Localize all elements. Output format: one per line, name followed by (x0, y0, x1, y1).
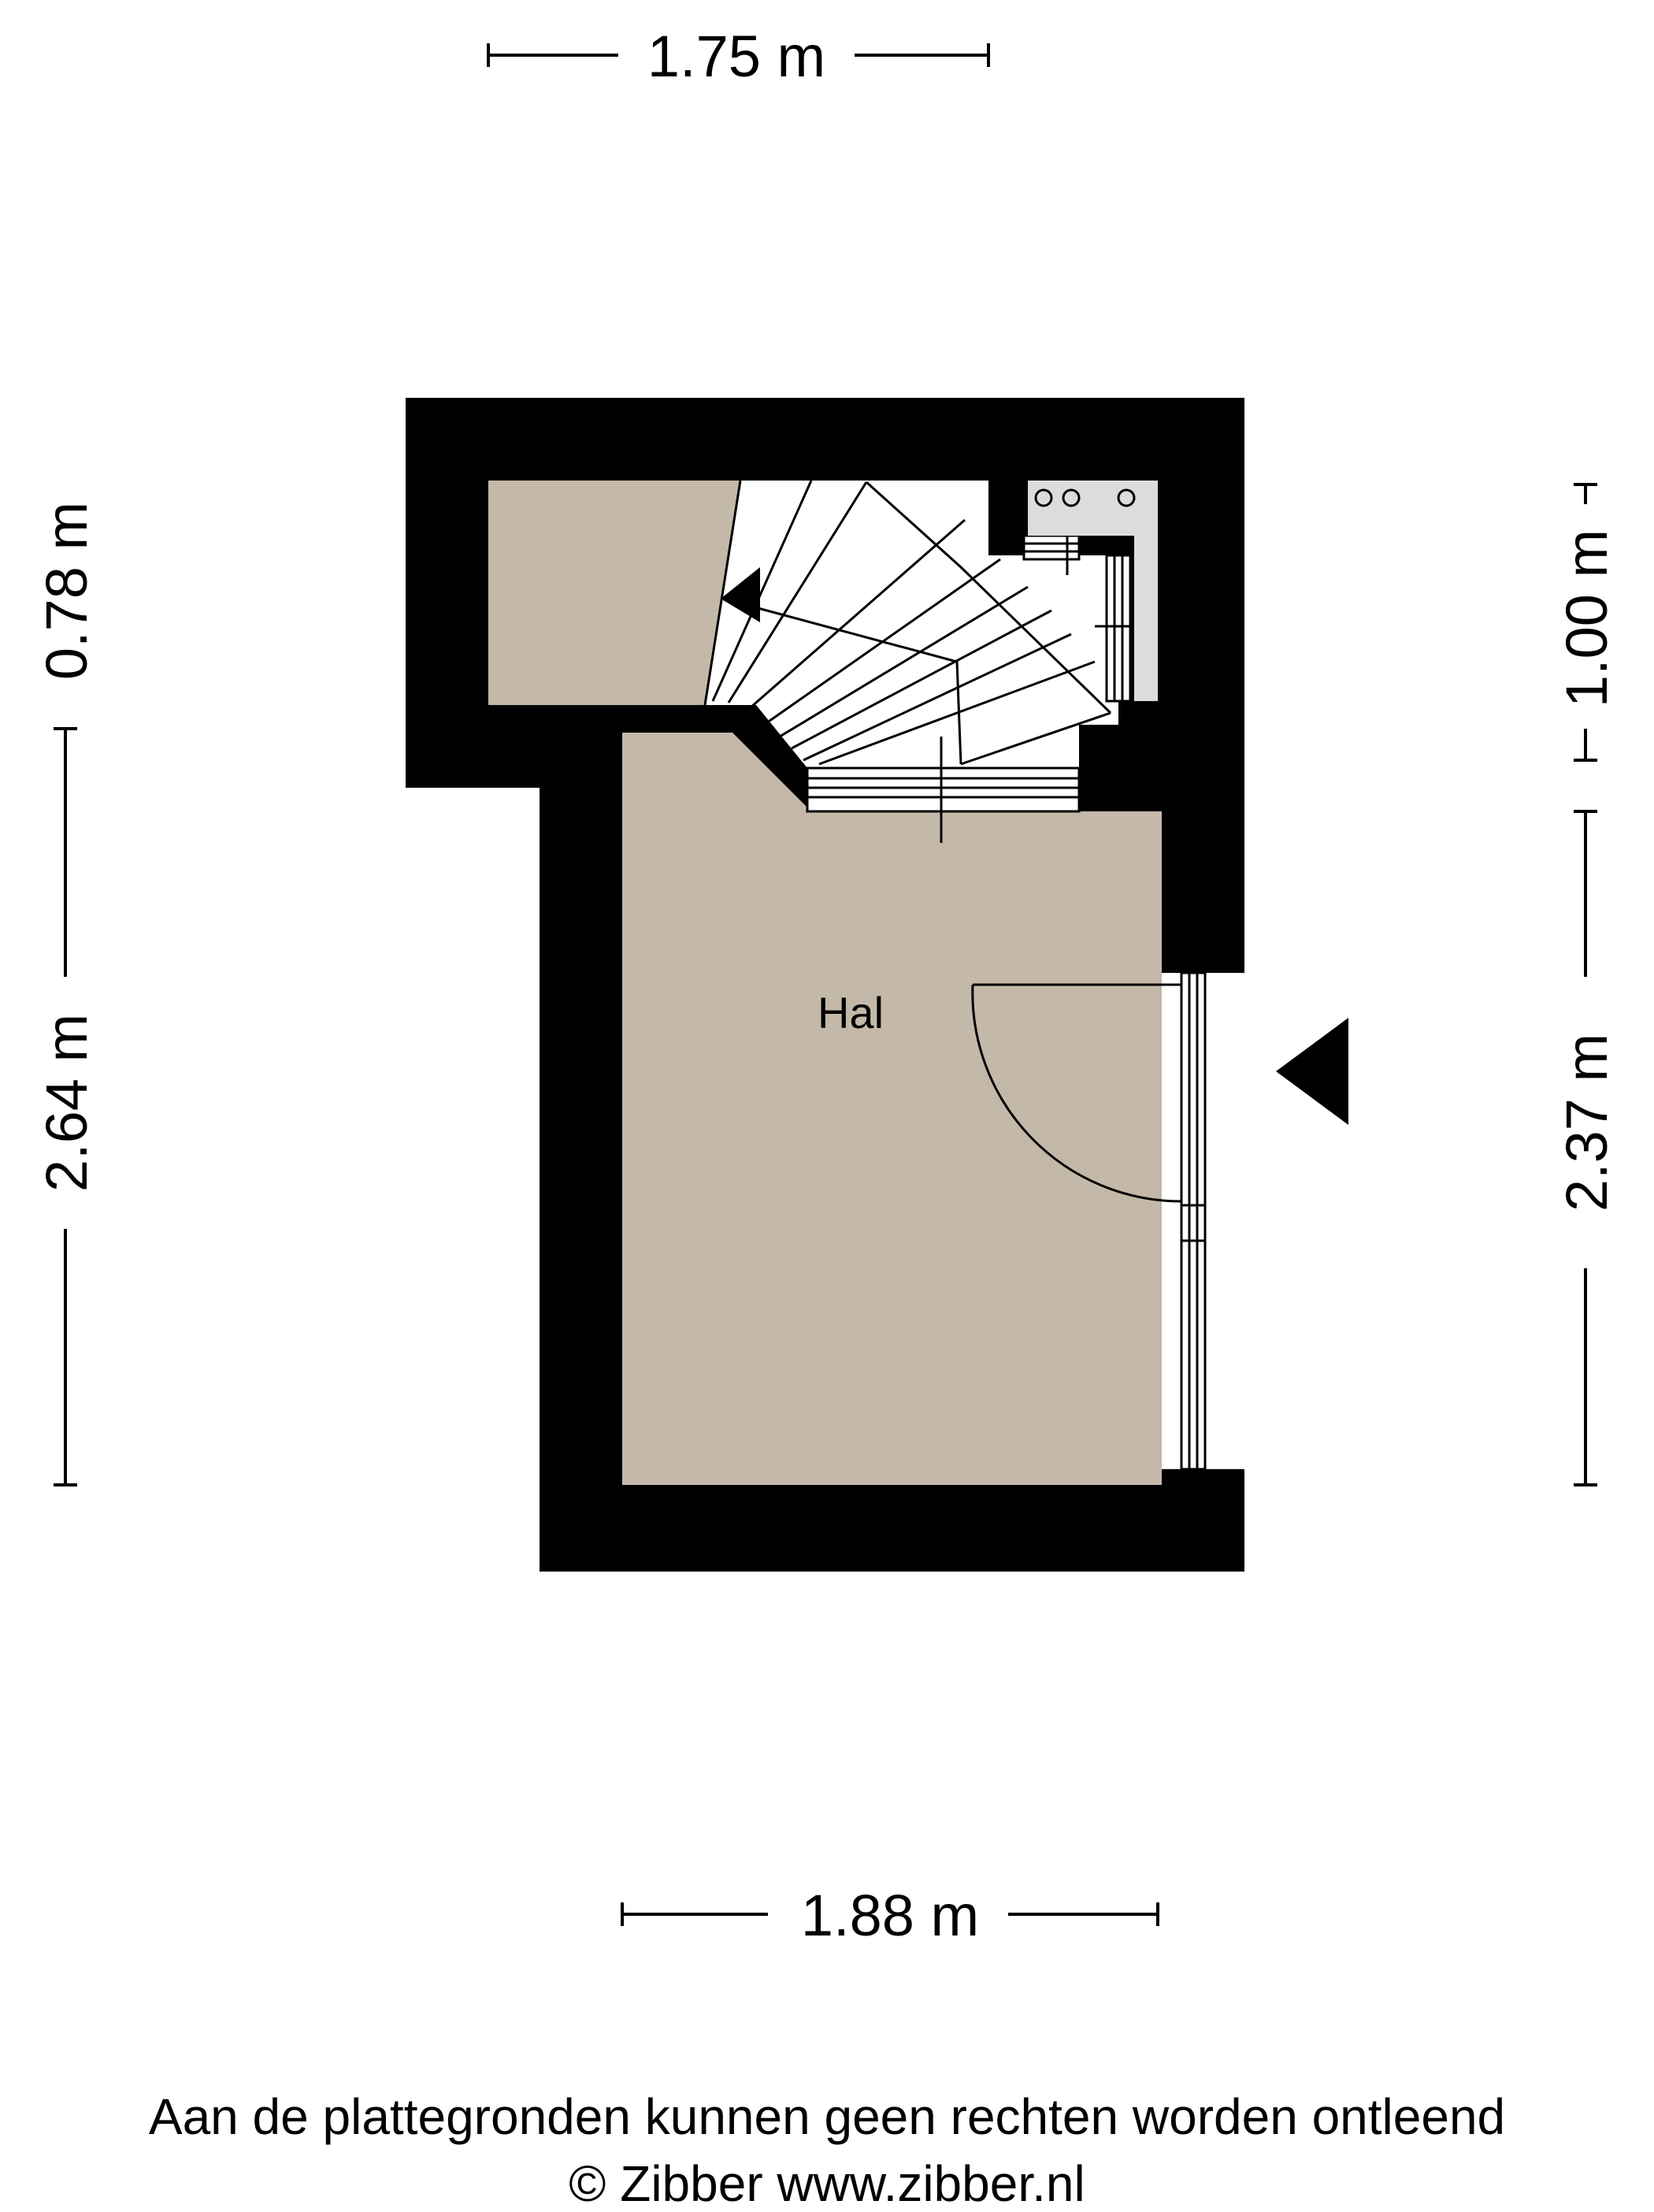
meter-icon (1062, 488, 1081, 507)
dimension-top-label: 1.75 m (647, 24, 825, 89)
dimension-right-lower-label: 2.37 m (1554, 1034, 1619, 1212)
entrance-opening (1162, 973, 1244, 1469)
disclaimer-text: Aan de plattegronden kunnen geen rechten… (148, 2088, 1506, 2145)
stair-direction-icon (721, 567, 760, 622)
dimension-right-upper-label: 1.00 m (1554, 529, 1619, 707)
copyright-text: © Zibber www.zibber.nl (569, 2155, 1085, 2212)
stair-treads (703, 480, 1112, 766)
hal-floor (622, 733, 1162, 1485)
stair-side-treads (1022, 516, 1154, 703)
entrance-door (971, 983, 1182, 1203)
stair-bottom-treads (806, 737, 1081, 843)
room-label-hal: Hal (818, 988, 884, 1037)
storage-floor (488, 481, 740, 705)
dimension-left-upper-label: 0.78 m (34, 502, 99, 680)
meter-icon (1034, 488, 1053, 507)
meter-cupboard (1028, 481, 1158, 701)
window-frame (1180, 971, 1207, 1471)
dimension-bottom-label: 1.88 m (801, 1883, 979, 1948)
dimension-left (54, 727, 77, 1486)
stair-area (705, 481, 1118, 768)
dimension-top (487, 43, 990, 67)
entrance-arrow-icon (1276, 1018, 1348, 1125)
meter-icon (1117, 488, 1136, 507)
dimension-bottom (621, 1902, 1159, 1926)
dimension-left-lower-label: 2.64 m (34, 1014, 99, 1192)
dimension-right (1574, 483, 1597, 1486)
